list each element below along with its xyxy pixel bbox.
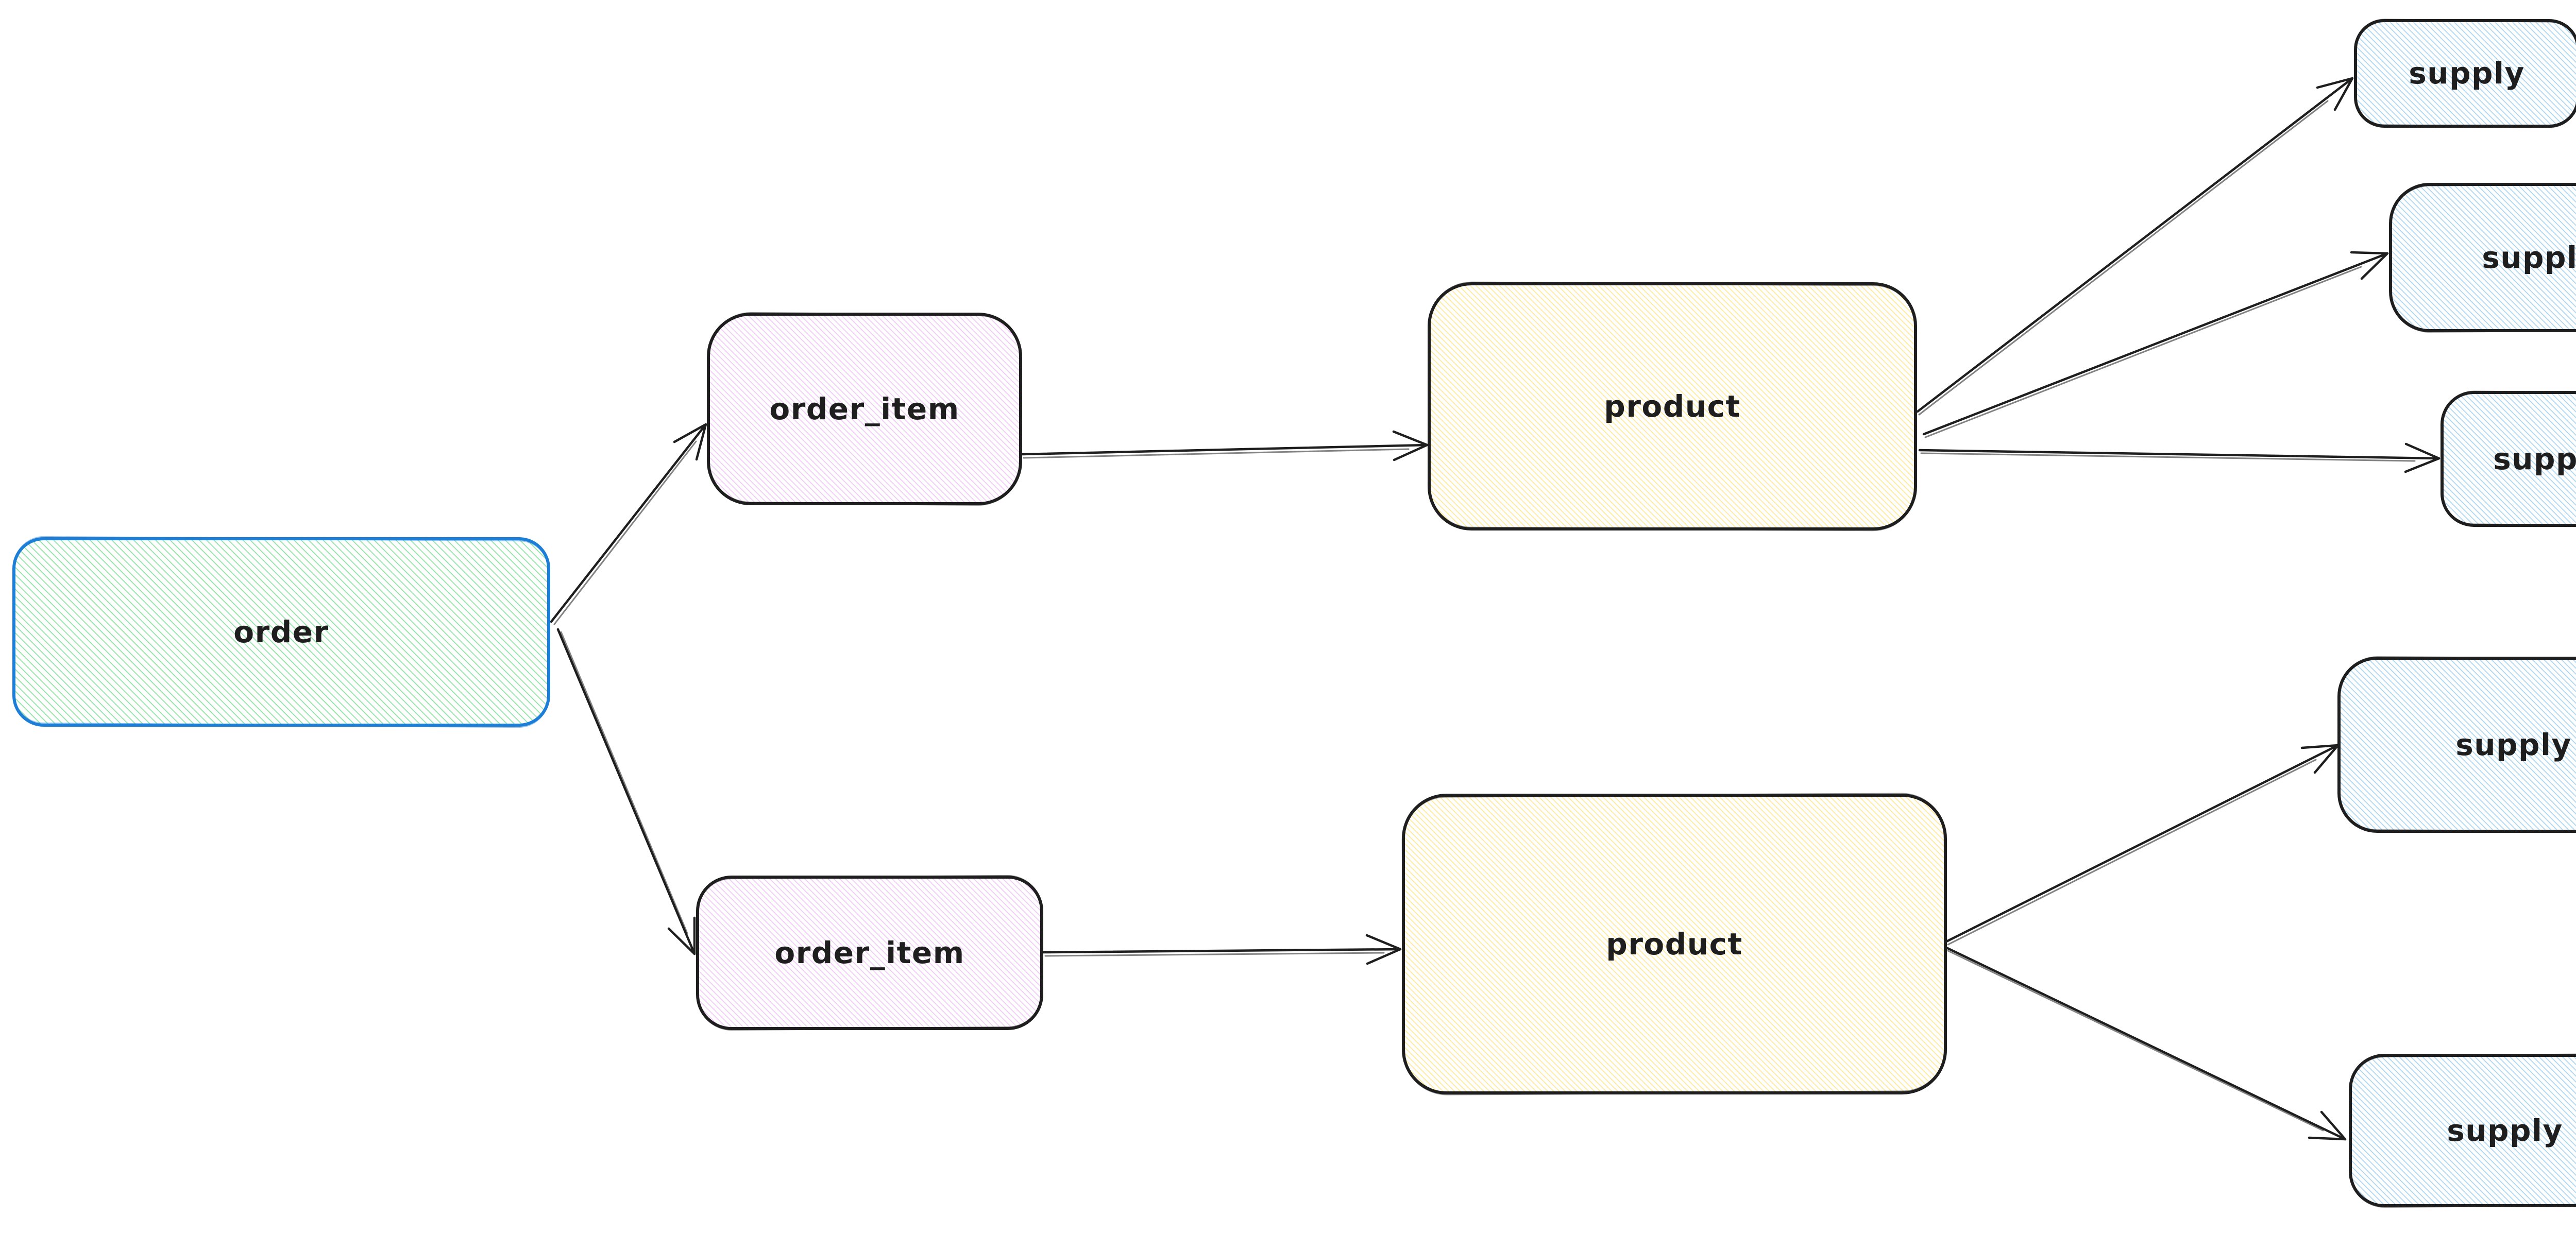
node-label: order_item <box>769 391 959 426</box>
arrowhead-icon <box>1365 934 1402 965</box>
node-supply-2[interactable]: supply <box>2389 182 2576 333</box>
node-sketch-outline <box>2389 182 2576 333</box>
node-supply-3[interactable]: supply <box>2441 390 2576 527</box>
edges-layer <box>550 77 2441 1141</box>
edge-order-item-1-to-product-1[interactable] <box>1021 430 1429 461</box>
node-label: supply <box>2409 56 2525 91</box>
edge-order-item-2-to-product-2[interactable] <box>1042 934 1402 965</box>
node-sketch-outline <box>2337 656 2576 833</box>
node-order-item-2[interactable]: order_item <box>696 875 1043 1031</box>
node-sketch-outline <box>696 875 1043 1031</box>
node-sketch-outline <box>2349 1053 2576 1208</box>
node-sketch-outline <box>1427 281 1918 532</box>
node-supply-5[interactable]: supply <box>2349 1053 2576 1208</box>
node-product-1[interactable]: product <box>1427 281 1918 532</box>
node-label: supply <box>2482 240 2576 275</box>
node-order[interactable]: order <box>12 536 550 728</box>
node-label: product <box>1606 927 1742 962</box>
node-label: order_item <box>774 935 964 970</box>
arrowhead-icon <box>2404 442 2441 473</box>
node-sketch-outline <box>12 536 550 728</box>
node-order-item-1[interactable]: order_item <box>706 312 1023 506</box>
edge-product-2-to-supply-4[interactable] <box>1945 744 2340 946</box>
node-sketch-outline <box>2354 19 2576 128</box>
node-sketch-outline <box>1401 793 1947 1095</box>
node-label: supply <box>2447 1113 2563 1148</box>
node-label: product <box>1604 389 1740 424</box>
nodes-layer: order order_item order_item product prod… <box>12 19 2576 1208</box>
edge-product-1-to-supply-1[interactable] <box>1916 77 2354 416</box>
arrowhead-icon <box>2350 251 2389 280</box>
arrowhead-icon <box>2300 744 2340 774</box>
edge-order-to-order-item-1[interactable] <box>550 423 707 625</box>
node-label: supply <box>2493 441 2576 476</box>
edge-product-1-to-supply-2[interactable] <box>1922 251 2389 438</box>
node-supply-1[interactable]: supply <box>2354 19 2576 128</box>
arrowhead-icon <box>673 423 707 461</box>
arrowhead-icon <box>2308 1110 2347 1141</box>
node-product-2[interactable]: product <box>1401 793 1947 1095</box>
arrowhead-icon <box>1392 430 1429 461</box>
node-supply-4[interactable]: supply <box>2337 656 2576 833</box>
node-sketch-outline <box>706 312 1023 506</box>
arrowhead-icon <box>2316 77 2354 111</box>
node-sketch-outline <box>2441 390 2576 527</box>
node-label: order <box>233 614 329 649</box>
edge-product-2-to-supply-5[interactable] <box>1945 946 2347 1141</box>
arrowhead-icon <box>667 916 696 955</box>
node-label: supply <box>2455 727 2572 762</box>
edge-product-1-to-supply-3[interactable] <box>1918 442 2441 473</box>
edge-order-to-order-item-2[interactable] <box>556 628 696 955</box>
